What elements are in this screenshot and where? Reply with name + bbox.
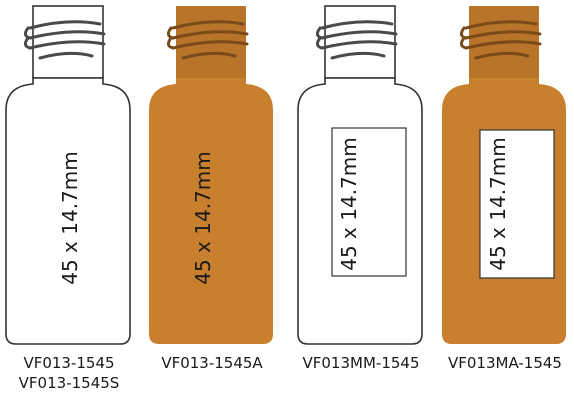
- vial-amber: 45 x 14.7mm VF013-1545A: [143, 0, 281, 397]
- thread-icon: [459, 20, 542, 60]
- dimension-text: 45 x 14.7mm: [58, 151, 82, 285]
- label-box: [479, 129, 555, 279]
- dimension-text: 45 x 14.7mm: [486, 137, 510, 271]
- vial-body: [149, 78, 273, 344]
- part-number: VF013MM-1545: [302, 354, 420, 372]
- part-number: VF013MA-1545: [448, 354, 562, 372]
- vial-amber-drawing: 45 x 14.7mm: [149, 6, 273, 344]
- part-number: VF013-1545S: [18, 374, 120, 392]
- part-number: VF013-1545A: [161, 354, 263, 372]
- vial-clear: 45 x 14.7mm VF013-1545 VF013-1545S: [0, 0, 138, 397]
- thread-icon: [315, 20, 398, 60]
- vial-clear-labeled: 45 x 14.7mm VF013MM-1545: [292, 0, 430, 397]
- vial-amber-labeled-drawing: 45 x 14.7mm: [442, 6, 566, 344]
- vial-amber-labeled: 45 x 14.7mm VF013MA-1545: [436, 0, 574, 397]
- vial-clear-labeled-drawing: 45 x 14.7mm: [297, 5, 423, 345]
- label-box: [331, 127, 407, 277]
- dimension-text: 45 x 14.7mm: [191, 151, 215, 285]
- dimension-text: 45 x 14.7mm: [337, 137, 361, 271]
- thread-icon: [166, 20, 249, 60]
- thread-icon: [23, 20, 106, 60]
- part-number: VF013-1545: [23, 354, 115, 372]
- vial-clear-drawing: 45 x 14.7mm: [5, 5, 131, 345]
- vial-body: [5, 77, 131, 345]
